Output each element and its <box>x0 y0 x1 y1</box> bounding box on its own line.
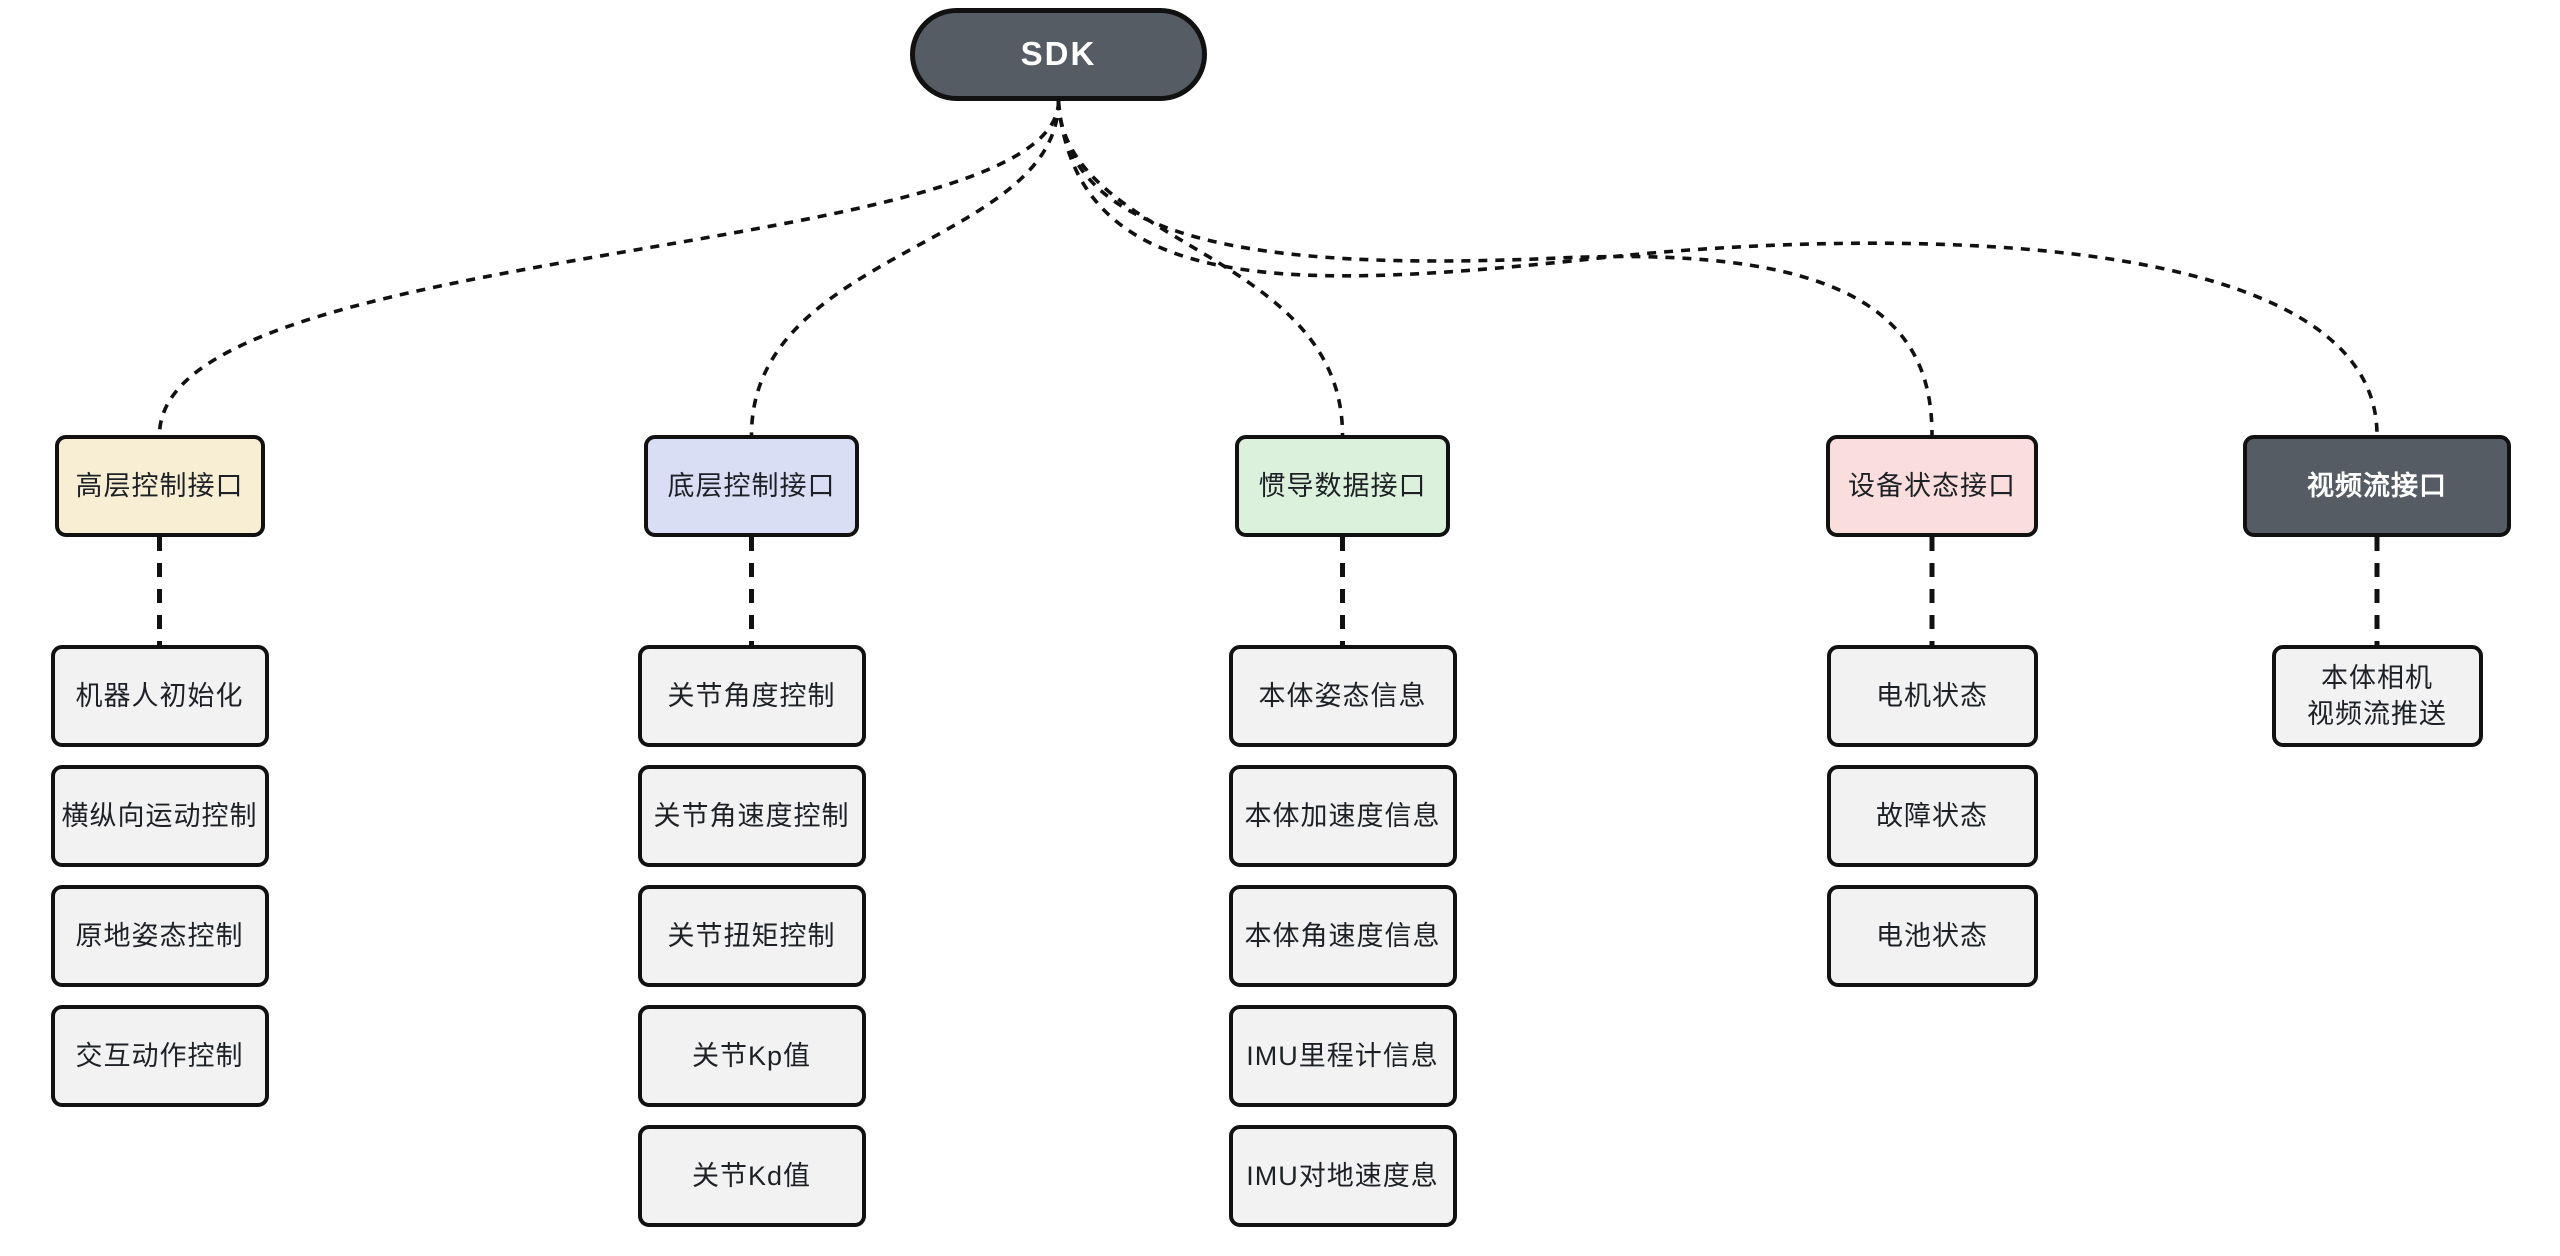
leaf-imu-data-2: 本体加速度信息 <box>1228 765 1457 867</box>
leaf-low-level-control-4: 关节Kp值 <box>637 1005 866 1107</box>
leaf-imu-data-3: 本体角速度信息 <box>1228 885 1457 987</box>
connector-sdk-to-high-level-control <box>157 100 1061 436</box>
leaf-high-level-control-2: 横纵向运动控制 <box>50 765 269 867</box>
leaf-high-level-control-4: 交互动作控制 <box>50 1005 269 1107</box>
leaf-low-level-control-2: 关节角速度控制 <box>637 765 866 867</box>
category-video-stream: 视频流接口 <box>2243 435 2511 537</box>
leaf-imu-data-1: 本体姿态信息 <box>1228 645 1457 747</box>
connector-sdk-to-low-level-control <box>749 100 1061 436</box>
leaf-device-status-2: 故障状态 <box>1826 765 2038 867</box>
category-low-level-control: 底层控制接口 <box>644 435 859 537</box>
connector-sdk-to-video-stream <box>1056 100 2379 436</box>
leaf-device-status-1: 电机状态 <box>1826 645 2038 747</box>
leaf-high-level-control-1: 机器人初始化 <box>50 645 269 747</box>
connector-sdk-to-imu-data <box>1056 100 1345 436</box>
leaf-imu-data-4: IMU里程计信息 <box>1228 1005 1457 1107</box>
connector-sdk-to-device-status <box>1056 100 1934 436</box>
leaf-high-level-control-3: 原地姿态控制 <box>50 885 269 987</box>
leaf-low-level-control-5: 关节Kd值 <box>637 1125 866 1227</box>
category-high-level-control: 高层控制接口 <box>54 435 265 537</box>
leaf-device-status-3: 电池状态 <box>1826 885 2038 987</box>
category-imu-data: 惯导数据接口 <box>1235 435 1450 537</box>
category-device-status: 设备状态接口 <box>1826 435 2038 537</box>
sdk-root-node: SDK <box>910 8 1207 101</box>
leaf-video-stream-1: 本体相机 视频流推送 <box>2271 645 2483 747</box>
leaf-imu-data-5: IMU对地速度息 <box>1228 1125 1457 1227</box>
leaf-low-level-control-3: 关节扭矩控制 <box>637 885 866 987</box>
leaf-low-level-control-1: 关节角度控制 <box>637 645 866 747</box>
